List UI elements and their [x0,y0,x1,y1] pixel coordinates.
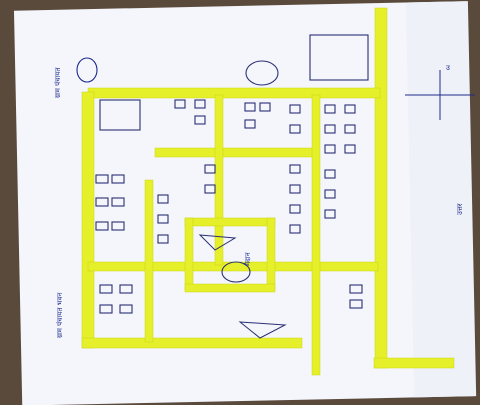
road-bottom-right [373,357,455,369]
house [344,144,356,154]
house [324,124,336,134]
compass: उ [405,64,475,120]
road-top [87,87,381,99]
roads [81,7,455,376]
road-mid-v1 [214,94,224,266]
house [111,221,125,231]
house [244,119,256,129]
right-note: उत्तर [456,203,464,215]
road-bottom-left [81,337,303,349]
house [289,104,301,114]
house [324,189,336,199]
house [95,197,109,207]
house [289,184,301,194]
tree-icon [76,57,98,83]
house [111,197,125,207]
road-lower-h [87,261,379,272]
house [204,164,216,174]
house [194,115,206,125]
center-label: मैदान [243,252,252,266]
road-main-right [374,7,388,369]
house [157,214,169,224]
house [194,99,206,109]
house [119,304,133,314]
house [244,102,256,112]
house [349,299,363,309]
house [119,284,133,294]
house [157,234,169,244]
paper-fold [405,1,477,398]
house-left-top [99,99,141,131]
square-bottom [184,283,276,293]
road-mid-v2 [311,94,321,376]
house [289,204,301,214]
house [204,184,216,194]
house [324,144,336,154]
house [289,164,301,174]
house [324,104,336,114]
house [95,221,109,231]
house [324,209,336,219]
house [344,104,356,114]
road-left [81,91,95,349]
temple-icon [198,234,237,251]
temple-icon-2 [238,321,287,339]
pond-icon [221,261,251,283]
houses [95,34,369,314]
house [289,124,301,134]
square-right [266,217,276,291]
left-bottom-note: ग्राम पंचायत भवन [56,293,64,338]
left-top-note: ग्राम पंचायत [54,67,62,98]
house [349,284,363,294]
house [259,102,271,112]
compass-label: उ [446,64,450,72]
square-top [184,217,276,227]
house-large-top [309,34,369,81]
well-icon [245,60,279,86]
road-mid-v3 [144,179,154,343]
square-left [184,217,194,291]
house [99,284,113,294]
house [157,194,169,204]
house [111,174,125,184]
house [289,224,301,234]
house [324,169,336,179]
symbols [76,57,287,339]
house [344,124,356,134]
house [99,304,113,314]
road-mid-h [154,147,316,158]
house [174,99,186,109]
house [95,174,109,184]
